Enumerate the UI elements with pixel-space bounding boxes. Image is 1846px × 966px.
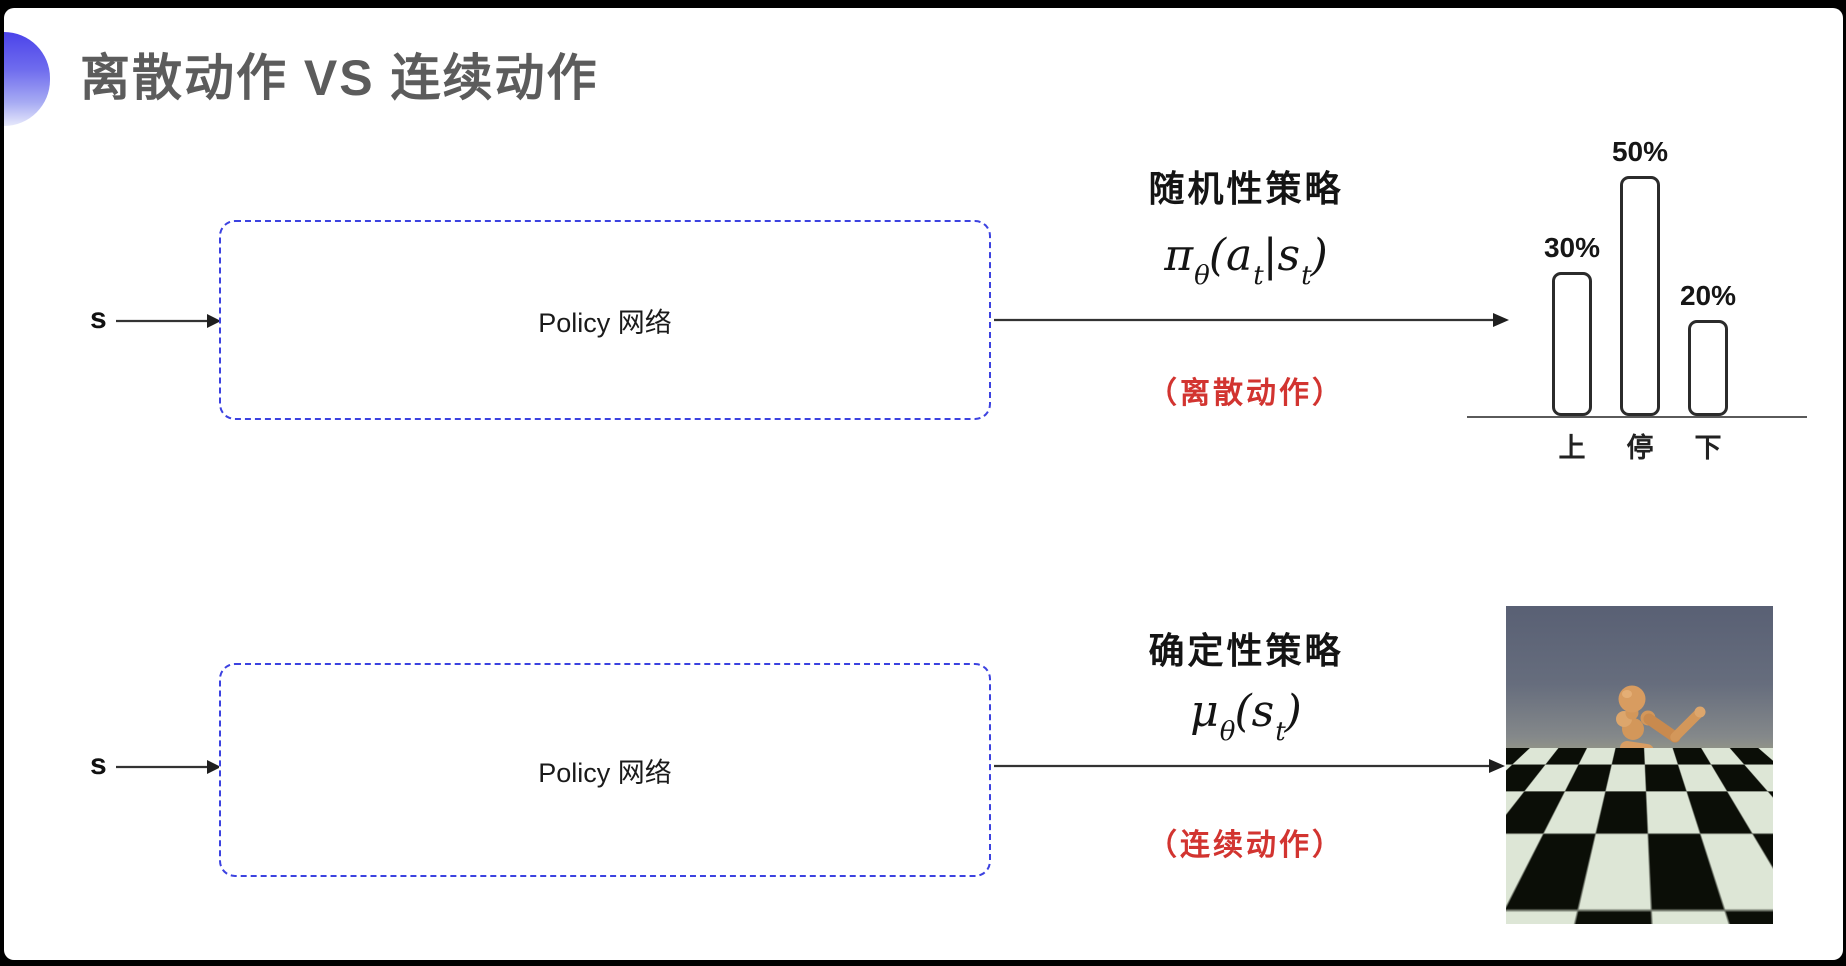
stochastic-policy-formula: πθ(at|st) [1054,230,1438,287]
continuous-action-note: （连续动作） [1054,820,1438,864]
arrow-policy-to-distribution [994,310,1510,330]
action-bar-chart: 30% 上 50% 停 20% 下 [1464,108,1826,468]
slide-canvas: 离散动作 VS 连续动作 s Policy 网络 随机性策略 πθ(at|st)… [4,8,1843,960]
formula-theta-sub: θ [1194,261,1210,291]
discrete-action-note: （离散动作） [1054,368,1438,412]
chart-bar-停 [1620,176,1660,416]
state-input-label-bottom: s [90,748,107,782]
arrow-policy-to-robot [994,756,1506,776]
arrow-state-to-policy-bottom [116,757,222,777]
chart-category-label: 下 [1676,426,1740,465]
policy-network-box-bottom: Policy 网络 [219,663,991,877]
floor-reflection [1594,881,1698,913]
chart-category-label: 上 [1540,426,1604,465]
formula-open-paren: ( [1209,230,1226,281]
title-accent-halfcircle [4,32,50,126]
policy-network-label-bottom: Policy 网络 [538,751,672,790]
formula-given-bar: | [1263,230,1278,281]
formula-action-sub: t [1253,261,1263,291]
chart-value-label: 20% [1666,280,1750,312]
chart-baseline [1467,416,1807,418]
chart-bar-上 [1552,272,1592,416]
policy-network-box-top: Policy 网络 [219,220,991,420]
deterministic-policy-formula: μθ(st) [1054,686,1438,743]
formula-pi: π [1164,230,1193,281]
slide-title: 离散动作 VS 连续动作 [80,38,598,110]
formula-theta-sub2: θ [1220,717,1236,747]
formula-close-paren2: ) [1285,686,1302,737]
stochastic-policy-title: 随机性策略 [1054,160,1438,212]
formula-action: a [1226,230,1252,281]
chart-category-label: 停 [1608,426,1672,465]
humanoid-simulation-image [1506,606,1773,924]
chart-bar-下 [1688,320,1728,416]
formula-close-paren: ) [1311,230,1328,281]
arrow-state-to-policy-top [116,311,222,331]
humanoid-robot-figure [1506,606,1773,924]
robot-shadow [1594,862,1694,871]
formula-state: s [1278,230,1301,281]
deterministic-policy-title: 确定性策略 [1054,622,1438,674]
state-input-label-top: s [90,302,107,336]
formula-state-sub2: t [1275,717,1285,747]
chart-value-label: 50% [1598,136,1682,168]
chart-value-label: 30% [1530,232,1614,264]
formula-open-paren2: ( [1234,686,1251,737]
formula-mu: μ [1190,686,1219,737]
formula-state-sub: t [1301,261,1311,291]
formula-state2: s [1252,686,1275,737]
policy-network-label-top: Policy 网络 [538,301,672,340]
